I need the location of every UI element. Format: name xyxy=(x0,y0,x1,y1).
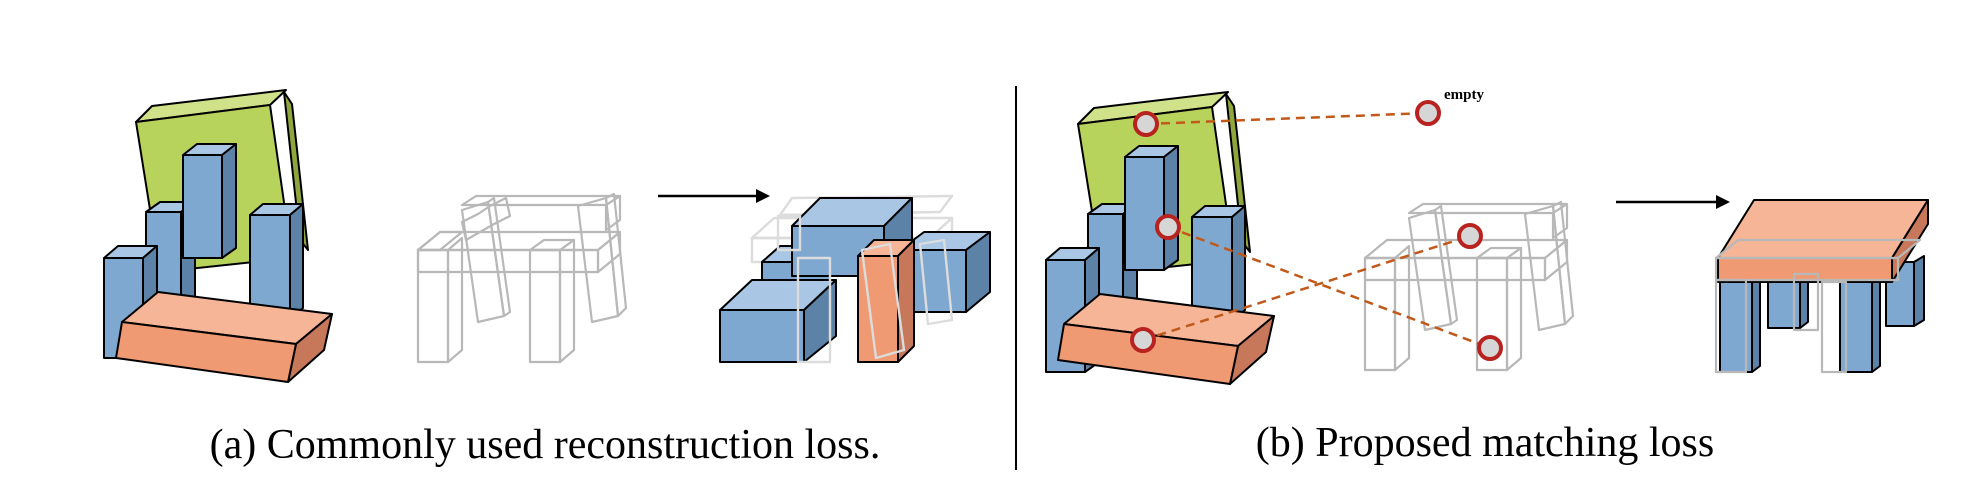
empty-label: empty xyxy=(1444,87,1484,103)
input-primitives-a xyxy=(103,89,333,383)
matched-result-b xyxy=(1714,199,1929,374)
arrow-b xyxy=(1616,195,1730,209)
arrow-a xyxy=(658,189,770,203)
caption-b: (b) Proposed matching loss xyxy=(1256,420,1714,466)
matching-points xyxy=(1130,100,1503,361)
caption-a: (a) Commonly used reconstruction loss. xyxy=(210,422,881,468)
input-primitives-b xyxy=(1045,91,1275,385)
matching-lines xyxy=(1142,111,1491,350)
panel-b: empty (b) xyxy=(1045,87,1929,466)
target-wireframe-b xyxy=(1363,200,1575,372)
panel-a: (a) Commonly used reconstruction loss. xyxy=(103,89,991,468)
reconstruction-result-a xyxy=(719,194,991,364)
target-wireframe-a xyxy=(416,192,628,364)
